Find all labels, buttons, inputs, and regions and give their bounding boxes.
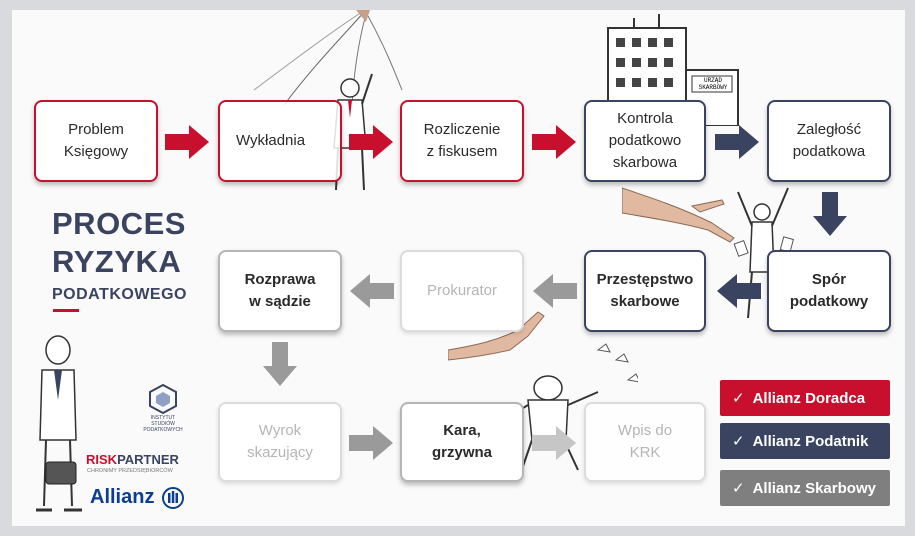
arrow-right-icon bbox=[349, 426, 393, 460]
pointing-hand-illustration bbox=[622, 187, 735, 243]
tax-office-building-illustration bbox=[607, 14, 739, 126]
box-rozprawa: Rozprawa w sądzie bbox=[218, 250, 342, 332]
institute-logo-text: INSTYTUT STUDIÓW PODATKOWYCH bbox=[143, 415, 183, 433]
arrow-down-icon bbox=[263, 342, 297, 386]
legend-allianz-doradca: ✓ Allianz Doradca bbox=[720, 380, 890, 416]
box-wykladnia: Wykładnia bbox=[218, 100, 342, 182]
arrow-right-icon bbox=[165, 125, 209, 159]
box-wyrok: Wyrok skazujący bbox=[218, 402, 342, 482]
allianz-logo-text: Allianz bbox=[90, 486, 155, 508]
title-underline bbox=[53, 309, 79, 312]
title-line-3: PODATKOWEGO bbox=[52, 286, 187, 303]
check-icon: ✓ bbox=[732, 480, 745, 497]
box-przestepstwo: Przestępstwo skarbowe bbox=[584, 250, 706, 332]
legend-label: Allianz Skarbowy bbox=[752, 479, 876, 497]
box-kontrola: Kontrola podatkowo skarbowa bbox=[584, 100, 706, 182]
arrow-right-icon bbox=[532, 426, 576, 460]
box-wpis: Wpis do KRK bbox=[584, 402, 706, 482]
box-spor: Spór podatkowy bbox=[767, 250, 891, 332]
box-zaleglosc: Zaległość podatkowa bbox=[767, 100, 891, 182]
riskpartner-tagline: CHRONIMY PRZEDSIĘBIORCÓW bbox=[87, 468, 173, 474]
check-icon: ✓ bbox=[732, 433, 745, 450]
allianz-eagle-icon bbox=[162, 487, 184, 509]
riskpartner-logo: RISKPARTNER bbox=[86, 452, 179, 467]
office-sign: URZĄD SKARBOWY bbox=[698, 77, 728, 91]
arrow-left-icon bbox=[717, 274, 761, 308]
arrow-right-icon bbox=[532, 125, 576, 159]
box-prokurator: Prokurator bbox=[400, 250, 524, 332]
man-with-briefcase-illustration bbox=[36, 335, 82, 512]
legend-allianz-podatnik: ✓ Allianz Podatnik bbox=[720, 423, 890, 459]
diagram-canvas: PROCES RYZYKA PODATKOWEGO URZĄD SKARBOWY bbox=[12, 10, 905, 526]
title-line-1: PROCES bbox=[52, 206, 186, 241]
legend-allianz-skarbowy: ✓ Allianz Skarbowy bbox=[720, 470, 890, 506]
arrow-left-icon bbox=[533, 274, 577, 308]
box-rozliczenie: Rozliczenie z fiskusem bbox=[400, 100, 524, 182]
arrow-down-icon bbox=[813, 192, 847, 236]
legend-label: Allianz Doradca bbox=[752, 389, 866, 407]
arrow-left-icon bbox=[350, 274, 394, 308]
arrow-right-icon bbox=[715, 125, 759, 159]
arrow-right-icon bbox=[349, 125, 393, 159]
box-problem-ksiegowy: Problem Księgowy bbox=[34, 100, 158, 182]
legend-label: Allianz Podatnik bbox=[752, 432, 869, 450]
title-line-2: RYZYKA bbox=[52, 244, 182, 279]
check-icon: ✓ bbox=[732, 390, 745, 407]
box-kara: Kara, grzywna bbox=[400, 402, 524, 482]
institute-logo-icon bbox=[149, 384, 177, 414]
